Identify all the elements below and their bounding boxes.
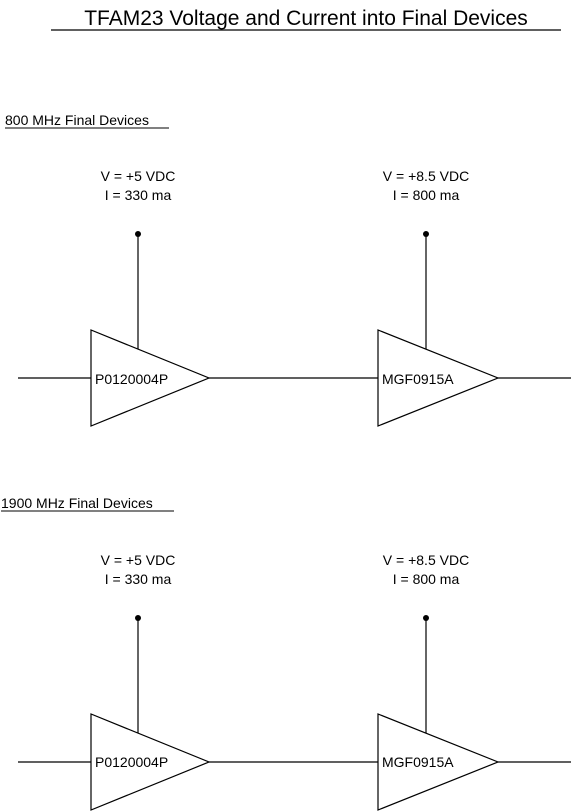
supply-current-label: I = 330 ma: [105, 571, 172, 587]
device-label: P0120004P: [95, 754, 168, 770]
amplifier-stage-1: V = +5 VDC I = 330 ma P0120004P: [90, 168, 211, 427]
device-label: P0120004P: [95, 371, 168, 387]
amplifier-triangle: [90, 713, 211, 811]
supply-current-label: I = 800 ma: [393, 187, 460, 203]
supply-current-label: I = 800 ma: [393, 571, 460, 587]
amplifier-stage-2: V = +8.5 VDC I = 800 ma MGF0915A: [377, 552, 500, 811]
section-heading: 800 MHz Final Devices: [5, 112, 149, 128]
supply-current-label: I = 330 ma: [105, 187, 172, 203]
supply-voltage-label: V = +8.5 VDC: [383, 168, 469, 184]
supply-voltage-label: V = +8.5 VDC: [383, 552, 469, 568]
amplifier-stage-1: V = +5 VDC I = 330 ma P0120004P: [90, 552, 211, 811]
amplifier-stage-2: V = +8.5 VDC I = 800 ma MGF0915A: [377, 168, 500, 427]
device-label: MGF0915A: [382, 371, 454, 387]
amplifier-triangle: [90, 329, 211, 427]
section-1900mhz: 1900 MHz Final Devices V = +5 VDC I = 33…: [1, 495, 571, 811]
section-heading: 1900 MHz Final Devices: [1, 495, 153, 511]
section-800mhz: 800 MHz Final Devices V = +5 VDC I = 330…: [5, 112, 571, 427]
amplifier-triangle: [377, 329, 500, 427]
amplifier-triangle: [377, 713, 500, 811]
diagram-title: TFAM23 Voltage and Current into Final De…: [84, 7, 528, 30]
supply-voltage-label: V = +5 VDC: [101, 552, 176, 568]
supply-voltage-label: V = +5 VDC: [101, 168, 176, 184]
device-label: MGF0915A: [382, 754, 454, 770]
